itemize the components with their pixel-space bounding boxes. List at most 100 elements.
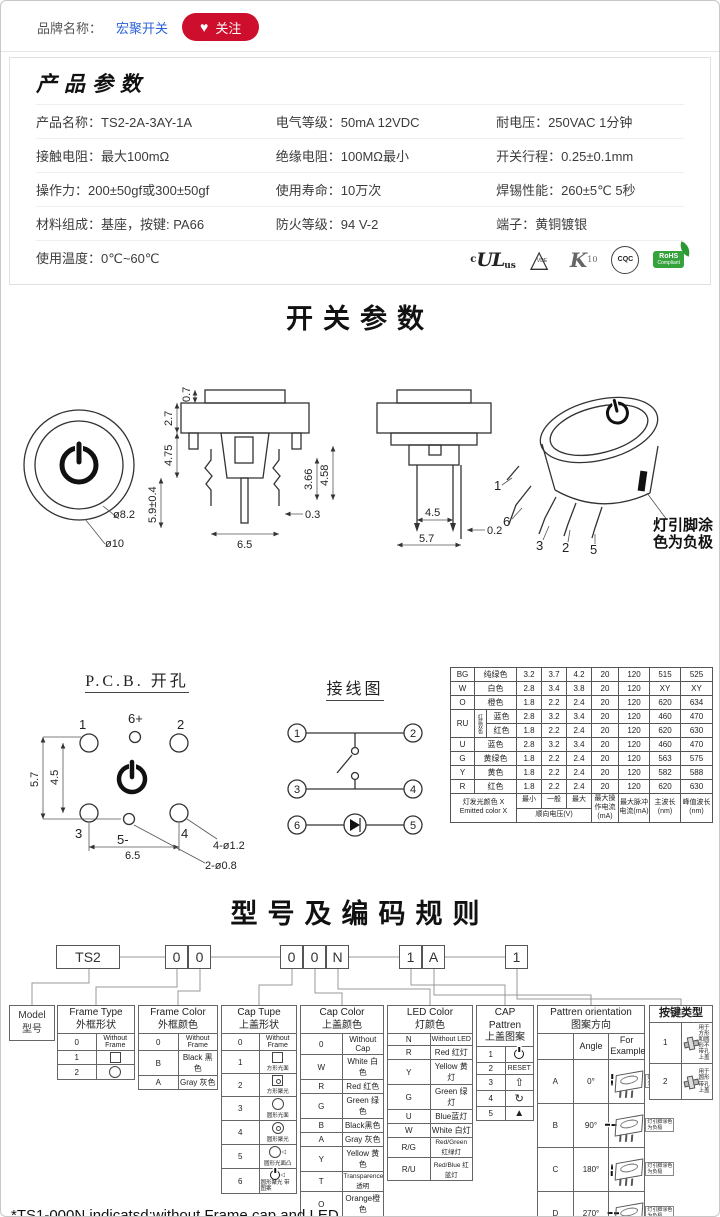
param-cell: 操作力：200±50gf或300±50gf (36, 172, 276, 206)
code-box: 0 (303, 945, 326, 969)
switch-example-drawing (614, 1113, 644, 1137)
table-row: 1 (476, 1045, 534, 1063)
heart-icon: ♥ (200, 19, 209, 35)
pcb-drill-block: P.C.B. 开孔 1 6+ 2 3 (17, 667, 257, 880)
square-icon (272, 1052, 284, 1063)
dim-label: 4.58 (319, 465, 331, 486)
pin-label: 5 (590, 542, 597, 554)
triangle-icon: ▲ (504, 1105, 534, 1121)
dim-label: 6.5 (237, 539, 252, 551)
power-icon (270, 1170, 281, 1181)
iso-note-line1: 灯引脚涂 (653, 516, 713, 534)
code-box: 1 (505, 945, 528, 969)
code-box-model: TS2 (56, 945, 120, 969)
button-type-table: 按键类型 1 用于方形和圆形不带孔上盖 2 用于圆形带孔上盖 (649, 1005, 713, 1101)
side-view-2-drawing: 4.5 0.2 5.7 (376, 389, 502, 548)
button-type-icon (684, 1037, 697, 1048)
table-row: 4 圆形聚光 (221, 1120, 297, 1146)
leaf-icon (677, 241, 693, 257)
table-row: 5◁圆形光面凸 (221, 1144, 297, 1170)
pcb-band: P.C.B. 开孔 1 6+ 2 3 (1, 667, 719, 880)
dim-label: ø10 (105, 538, 124, 550)
pin-label: 3 (536, 538, 543, 553)
param-cell: 电气等级：50mA 12VDC (275, 104, 497, 138)
cqc-cert-icon: CQC (611, 245, 640, 274)
param-cell: 绝缘电阻：100MΩ最小 (275, 138, 497, 172)
brand-name-link[interactable]: 宏聚开关 (116, 20, 169, 36)
table-row: 2 用于圆形带孔上盖 (649, 1063, 713, 1101)
power-icon (611, 1164, 614, 1174)
param-cell: 材料组成：基座，按键: PA66 (36, 206, 276, 240)
param-cell: 耐电压：250VAC 1分钟 (496, 104, 684, 138)
pin-label: 2 (562, 540, 569, 554)
table-row: 3 圆形光面 (221, 1096, 297, 1122)
wiring-title: 接线图 (326, 675, 384, 701)
wiring-diagram-svg: 1 2 3 4 6 5 (287, 723, 423, 837)
wiring-pin: 4 (410, 784, 416, 796)
hole-label: 3 (75, 826, 82, 841)
brand-label: 品牌名称： (37, 20, 103, 36)
hole-label: 4 (181, 826, 188, 841)
product-params-title: 产品参数 (36, 71, 148, 96)
dim-label: 0.3 (305, 509, 320, 521)
vde-cert-icon: △VDE (529, 245, 549, 273)
arrow-left-icon: ◁ (280, 1172, 286, 1179)
pin-label: 1 (494, 478, 501, 493)
circle-icon (109, 1066, 122, 1078)
code-box: N (326, 945, 349, 969)
dim-label: 4.5 (425, 507, 440, 519)
wiring-pin: 6 (294, 820, 300, 832)
dimension-drawings-svg: ø8.2 ø10 0.7 2.7 4.75 (23, 387, 714, 557)
code-box: 0 (188, 945, 211, 969)
code-box: 1 (399, 945, 422, 969)
param-cell: 使用寿命：10万次 (275, 172, 497, 206)
dim-label: 5.7 (29, 772, 41, 787)
follow-button[interactable]: ♥ 关注 (182, 13, 260, 41)
wiring-pin: 5 (410, 820, 416, 832)
switch-example-drawing (614, 1201, 644, 1216)
dim-label: 2.7 (163, 411, 175, 426)
arrow-up-icon: ⇧ (504, 1073, 534, 1091)
wiring-pin: 2 (410, 728, 416, 740)
table-row: 3⇧ (476, 1073, 534, 1091)
pcb-drill-svg: 1 6+ 2 3 5- 4 5.7 4.5 6.5 4-ø1.2 2-ø0.8 (29, 711, 245, 872)
switch-example-drawing (614, 1157, 644, 1181)
square-icon (109, 1052, 121, 1063)
technical-drawings: ø8.2 ø10 0.7 2.7 4.75 (1, 338, 719, 559)
product-params-panel: 产品参数 产品名称：TS2-2A-3AY-1A 电气等级：50mA 12VDC … (9, 57, 711, 285)
dim-label: 6.5 (125, 850, 140, 862)
power-icon (611, 1076, 614, 1086)
param-cell: 使用温度：0℃~60℃ (36, 240, 276, 274)
square-dot-icon (272, 1075, 284, 1087)
button-type-icon (684, 1076, 697, 1087)
hole-label: 1 (79, 717, 86, 732)
